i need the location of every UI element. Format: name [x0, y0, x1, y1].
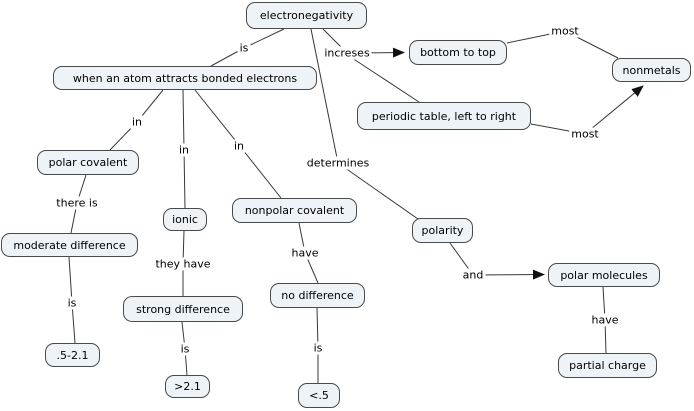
concept-nonpolar-covalent[interactable]: nonpolar covalent	[232, 198, 357, 223]
concept-label: polarity	[421, 224, 464, 237]
link-label-in-right[interactable]: in	[231, 139, 247, 153]
link-label-have-nonpolar[interactable]: have	[289, 246, 321, 260]
concept-label: <.5	[309, 389, 329, 402]
concept-strong-difference[interactable]: strong difference	[123, 296, 243, 322]
edge-moderatedifference-is	[68, 256, 73, 304]
concept-label: strong difference	[136, 302, 230, 316]
concept-polarity[interactable]: polarity	[412, 218, 473, 243]
concept-label: .5-2.1	[56, 348, 89, 362]
edge-determines-polarity	[337, 162, 419, 220]
link-label-determines[interactable]: determines	[304, 156, 372, 170]
link-label-in-mid[interactable]: in	[176, 143, 192, 157]
edge-nodifference-is	[316, 307, 319, 349]
concept-label: polar covalent	[48, 156, 128, 169]
edge-is-range-moderate	[71, 302, 76, 344]
concept-label: bottom to top	[420, 46, 496, 59]
concept-label: polar molecules	[560, 268, 648, 282]
link-label-have-polar[interactable]: have	[589, 313, 621, 327]
edge-whenatom-in-mid	[182, 89, 185, 150]
concept-label: nonmetals	[622, 63, 681, 77]
link-label-they-have[interactable]: they have	[153, 257, 213, 271]
link-label-most-top[interactable]: most	[549, 24, 581, 38]
concept-label: partial charge	[569, 359, 646, 372]
concept-when-atom-attracts[interactable]: when an atom attracts bonded electrons	[53, 66, 317, 90]
link-label-there-is[interactable]: there is	[54, 196, 100, 210]
concept-nonmetals[interactable]: nonmetals	[612, 58, 691, 82]
edge-in-nonpolarcovalent	[238, 144, 282, 199]
link-label-increses[interactable]: increses	[322, 46, 372, 60]
link-label-in-left[interactable]: in	[129, 115, 145, 129]
concept-polar-covalent[interactable]: polar covalent	[37, 150, 139, 175]
link-label-is-strong[interactable]: is	[178, 342, 192, 356]
concept-ionic[interactable]: ionic	[163, 208, 207, 231]
concept-range-moderate[interactable]: .5-2.1	[45, 343, 100, 367]
edge-in-ionic	[183, 148, 186, 209]
concept-no-difference[interactable]: no difference	[270, 283, 365, 308]
concept-label: moderate difference	[13, 238, 126, 252]
concept-moderate-difference[interactable]: moderate difference	[1, 233, 138, 257]
concept-range-strong[interactable]: >2.1	[165, 375, 210, 398]
concept-electronegativity[interactable]: electronegativity	[246, 2, 367, 29]
concept-label: electronegativity	[259, 9, 354, 22]
edge-electronegativity-determines	[310, 28, 339, 164]
link-label-most-bottom[interactable]: most	[569, 127, 601, 141]
concept-polar-molecules[interactable]: polar molecules	[548, 263, 660, 287]
edge-most-nonmetals-arrow	[584, 85, 644, 135]
concept-label: >2.1	[174, 380, 201, 393]
link-label-is-top[interactable]: is	[237, 41, 251, 55]
edge-increses-periodictable	[348, 55, 420, 103]
concept-label: periodic table, left to right	[371, 109, 517, 123]
link-label-and[interactable]: and	[460, 268, 486, 282]
concept-periodic-table[interactable]: periodic table, left to right	[357, 102, 531, 130]
concept-bottom-to-top[interactable]: bottom to top	[409, 40, 507, 65]
link-label-is-none[interactable]: is	[311, 341, 325, 355]
concept-partial-charge[interactable]: partial charge	[558, 353, 657, 378]
edge-electronegativity-is	[243, 28, 285, 49]
concept-range-none[interactable]: <.5	[298, 383, 340, 408]
link-label-is-moderate[interactable]: is	[65, 296, 79, 310]
concept-label: when an atom attracts bonded electrons	[72, 71, 298, 85]
concept-label: nonpolar covalent	[244, 204, 345, 217]
concept-label: ionic	[172, 213, 198, 226]
concept-label: no difference	[281, 289, 354, 302]
edge-whenatom-in-right	[194, 89, 240, 146]
